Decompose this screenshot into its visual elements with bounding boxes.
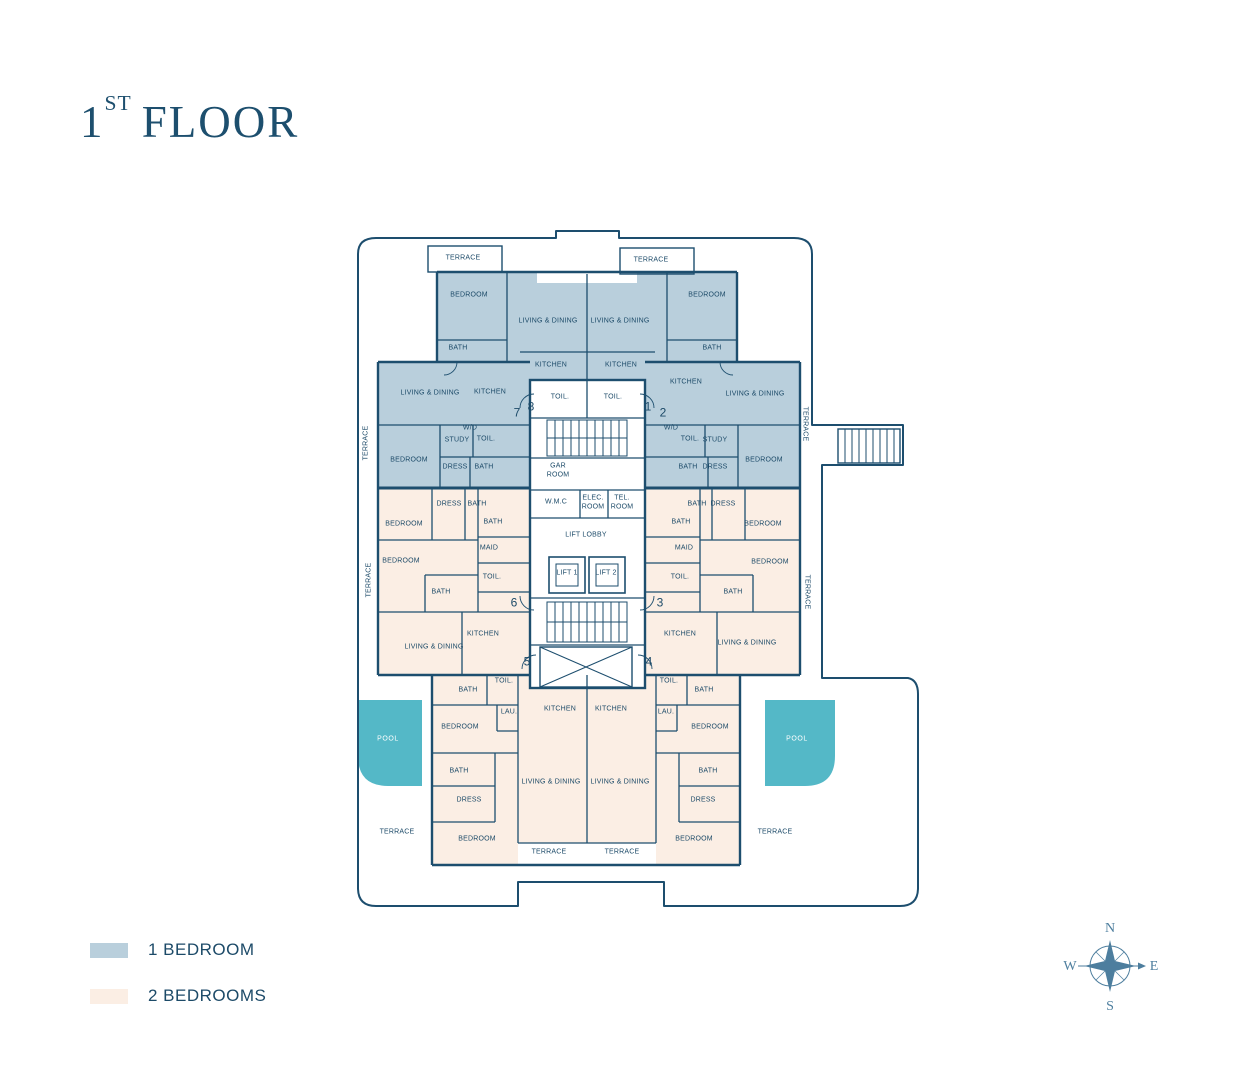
compass-west-label: W xyxy=(1063,959,1077,974)
stairs-exterior xyxy=(837,428,901,464)
page-title: 1ST FLOOR xyxy=(80,91,300,148)
compass: N W E S xyxy=(1063,921,1159,1014)
title-ordinal: ST xyxy=(104,90,132,115)
legend: 1 BEDROOM 2 BEDROOMS xyxy=(90,940,266,1032)
site-outline xyxy=(357,230,919,907)
pools xyxy=(358,700,835,786)
interior-walls xyxy=(378,272,800,844)
pool-left xyxy=(358,700,422,786)
compass-north-label: N xyxy=(1105,921,1115,936)
compass-east-label: E xyxy=(1150,959,1159,974)
core-walls xyxy=(530,380,645,646)
compass-south-label: S xyxy=(1106,999,1114,1014)
title-number: 1 xyxy=(80,97,105,147)
two-bedrooms-swatch xyxy=(90,988,128,1004)
legend-item-1-bedroom: 1 BEDROOM xyxy=(90,940,266,960)
walls xyxy=(376,270,802,867)
door-arcs xyxy=(443,361,734,670)
title-word: FLOOR xyxy=(141,97,300,147)
compass-rose-icon xyxy=(1078,940,1146,992)
lifts xyxy=(548,556,626,594)
legend-item-2-bedrooms: 2 BEDROOMS xyxy=(90,986,266,1006)
one-bedroom-label: 1 BEDROOM xyxy=(148,940,255,959)
stairs-core-upper xyxy=(546,419,628,457)
two-bedrooms-label: 2 BEDROOMS xyxy=(148,986,267,1005)
stairs-core-lower xyxy=(546,601,628,643)
pool-right xyxy=(765,700,835,786)
one-bedroom-swatch xyxy=(90,942,128,958)
terraces xyxy=(427,245,695,275)
service-shaft xyxy=(539,646,633,688)
